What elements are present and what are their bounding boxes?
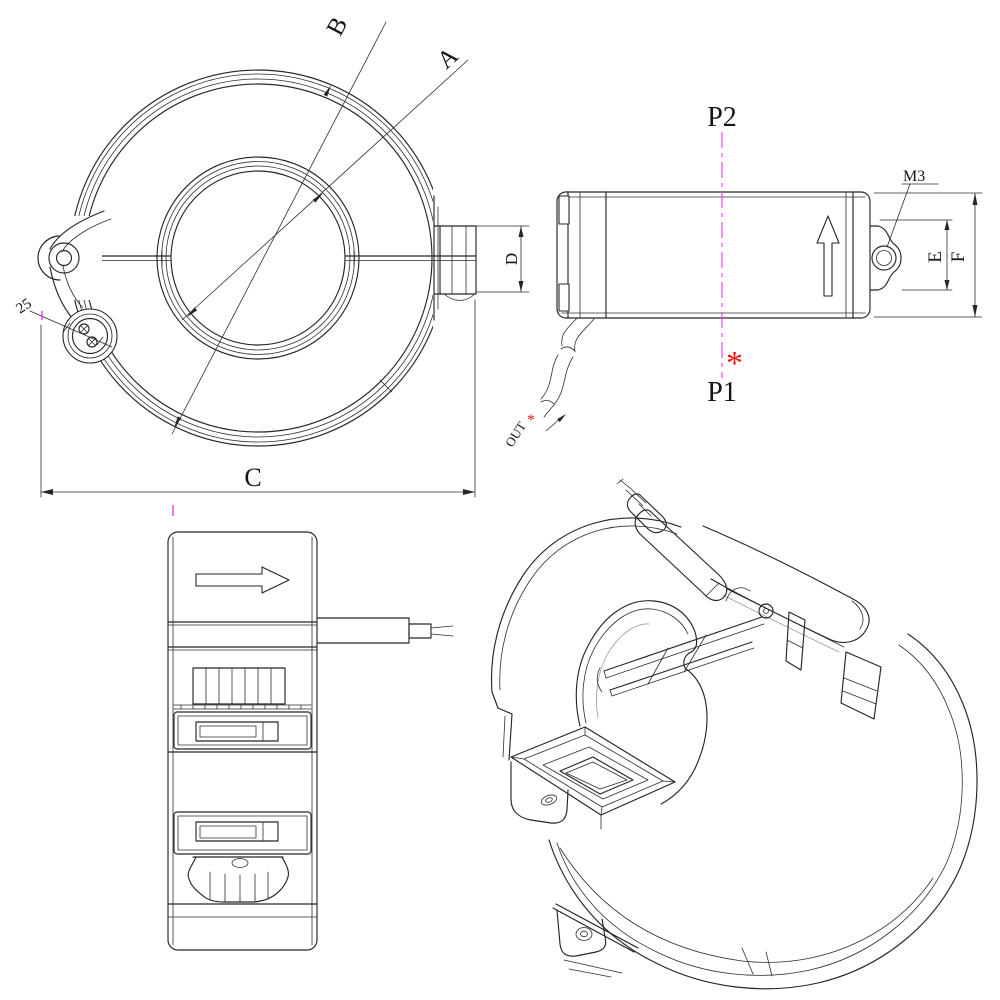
side-view: M3 E F P2 P1 * xyxy=(502,102,983,450)
m3-note-label: M3 xyxy=(903,168,925,185)
dim-label-f: F xyxy=(948,252,969,263)
opened-cover xyxy=(702,525,882,720)
screw-spacing-note: 25 xyxy=(13,296,113,348)
direction-arrow-icon xyxy=(195,566,290,594)
dim-label-a: A xyxy=(432,42,463,74)
isometric-view xyxy=(490,478,978,990)
dimension-latch-height: D xyxy=(475,225,530,293)
boss-screw-icon xyxy=(78,323,98,348)
direction-arrow-icon xyxy=(816,215,840,297)
dimension-overall-height: F xyxy=(873,192,983,318)
label-p1: P1 xyxy=(707,377,737,408)
dimension-tab-height: E xyxy=(879,219,953,291)
terminal-recess xyxy=(510,726,676,830)
mounting-tab-upper xyxy=(510,761,569,824)
front-view: B A C D 25 xyxy=(13,13,530,498)
out-asterisk: * xyxy=(527,412,535,429)
out-label: OUT xyxy=(502,419,529,450)
dim-label-d: D xyxy=(502,253,521,265)
output-cable: * OUT xyxy=(502,317,595,450)
dim-label-c: C xyxy=(244,463,261,492)
p1-asterisk: * xyxy=(726,345,743,382)
side-cable xyxy=(316,617,454,644)
label-p2: P2 xyxy=(707,102,737,133)
hinge-linkage xyxy=(596,603,774,697)
dimension-outer-diameter: B xyxy=(171,13,387,435)
screw-note-label: 25 xyxy=(13,296,34,318)
dimension-overall-width: C xyxy=(40,299,476,498)
mounting-tab-lower xyxy=(552,903,639,978)
dim-label-b: B xyxy=(322,13,354,40)
dim-label-e: E xyxy=(925,251,946,263)
m3-thread-note: M3 xyxy=(886,168,939,248)
iso-cable xyxy=(616,478,751,602)
bottom-view xyxy=(167,505,454,951)
